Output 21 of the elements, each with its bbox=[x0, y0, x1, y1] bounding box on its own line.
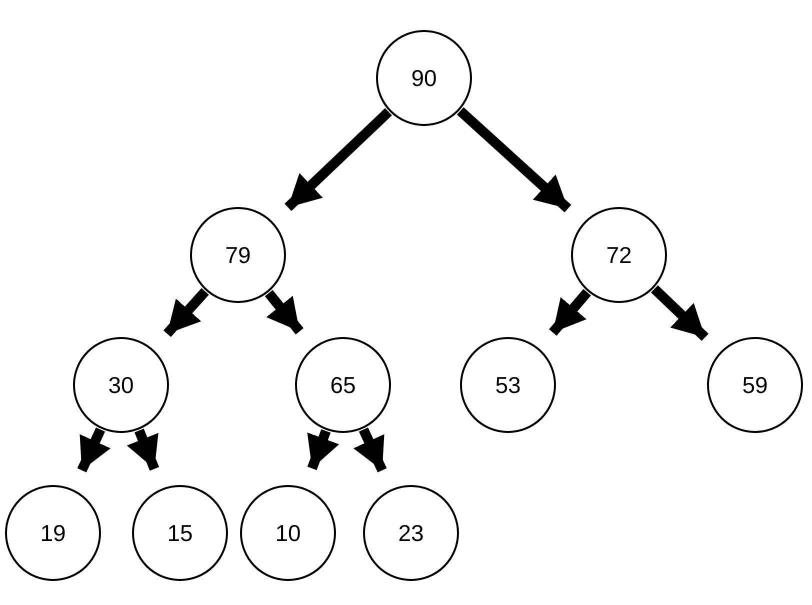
node-value: 90 bbox=[411, 64, 437, 93]
arrow bbox=[77, 427, 111, 472]
arrow bbox=[650, 285, 709, 341]
arrow bbox=[549, 289, 591, 336]
node-value: 15 bbox=[167, 518, 193, 548]
arrow bbox=[163, 288, 209, 338]
node-value: 30 bbox=[108, 370, 134, 400]
arrow bbox=[353, 427, 387, 472]
node-value: 23 bbox=[398, 518, 424, 548]
node-value: 53 bbox=[495, 370, 521, 400]
node-value: 19 bbox=[40, 518, 66, 548]
node-value: 10 bbox=[275, 518, 301, 548]
node-value: 72 bbox=[606, 240, 632, 270]
arrow bbox=[307, 429, 340, 470]
arrow bbox=[126, 428, 160, 471]
arrow bbox=[284, 108, 392, 212]
node-value: 59 bbox=[742, 370, 768, 400]
arrow bbox=[264, 290, 304, 334]
arrow bbox=[456, 107, 572, 212]
node-value: 79 bbox=[225, 240, 251, 270]
node-value: 65 bbox=[330, 370, 356, 400]
